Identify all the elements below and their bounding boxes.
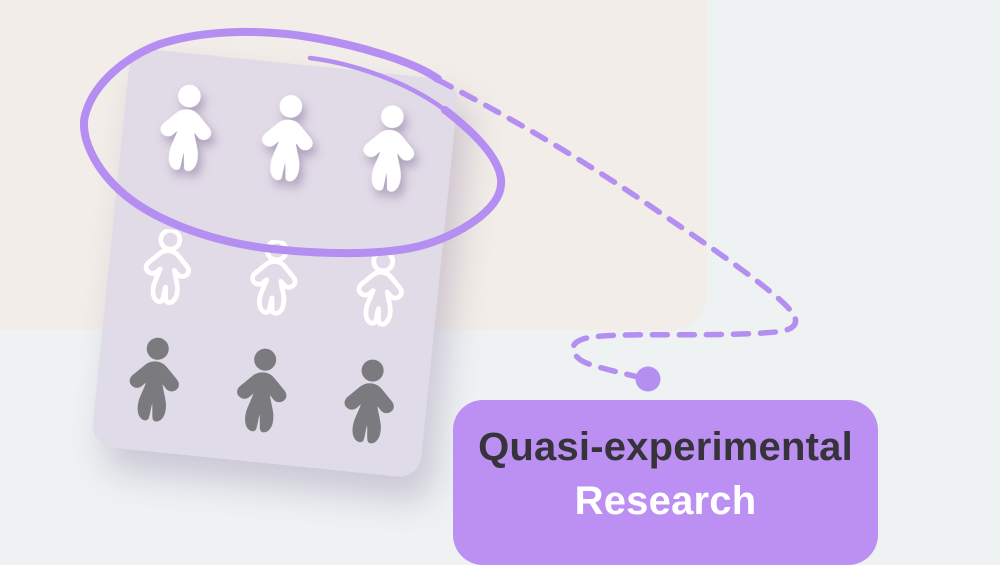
participants-card bbox=[90, 47, 460, 479]
person-icon-outline-white bbox=[347, 248, 412, 334]
person-row-outline-white bbox=[105, 223, 441, 337]
person-icon-filled-white bbox=[249, 90, 326, 193]
person-icon-outline-white bbox=[241, 237, 306, 323]
person-icon-filled-white bbox=[147, 80, 224, 183]
person-row-filled-gray bbox=[93, 331, 431, 458]
person-icon-filled-gray bbox=[224, 344, 299, 444]
person-icon-filled-gray bbox=[332, 355, 407, 455]
person-icon-outline-white bbox=[134, 226, 199, 312]
label-line-1: Quasi-experimental bbox=[478, 425, 853, 469]
label-line-2: Research bbox=[574, 479, 757, 523]
research-label-box: Quasi-experimental Research bbox=[453, 400, 878, 565]
person-icon-filled-gray bbox=[117, 333, 192, 433]
connector-dot bbox=[635, 366, 661, 392]
person-icon-filled-white bbox=[350, 101, 427, 204]
person-row-filled-white bbox=[118, 77, 456, 207]
